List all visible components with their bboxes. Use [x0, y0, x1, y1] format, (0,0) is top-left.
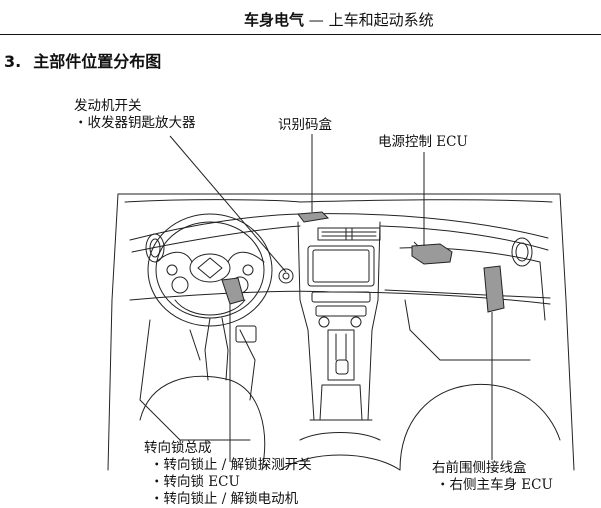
callout-power-ecu: 电源控制 ECU: [378, 134, 468, 151]
junction-block-title: 右前围侧接线盒: [432, 460, 553, 477]
engine-switch-title: 发动机开关: [74, 98, 196, 115]
dashboard-outline: [108, 194, 574, 470]
junction-block-item: ・右侧主车身 ECU: [432, 477, 553, 494]
power-ecu-part: [412, 244, 452, 264]
id-code-box-title: 识别码盒: [278, 117, 332, 134]
leader-engine-switch: [170, 136, 286, 272]
leader-lines: [170, 134, 492, 462]
steering-lock-item-1: ・转向锁止 / 解锁探测开关: [144, 457, 312, 474]
power-ecu-title: 电源控制 ECU: [378, 134, 468, 151]
steering-lock-part: [222, 278, 244, 304]
callout-id-code-box: 识别码盒: [278, 117, 332, 134]
steering-lock-item-2: ・转向锁 ECU: [144, 474, 312, 491]
steering-lock-item-3: ・转向锁止 / 解锁电动机: [144, 491, 312, 508]
callout-engine-switch: 发动机开关 ・收发器钥匙放大器: [74, 98, 196, 132]
steering-lock-title: 转向锁总成: [144, 440, 312, 457]
callout-junction-block: 右前围侧接线盒 ・右侧主车身 ECU: [432, 460, 553, 494]
engine-switch-item: ・收发器钥匙放大器: [74, 115, 196, 132]
id-code-box-part: [298, 212, 328, 222]
junction-block-part: [484, 266, 504, 312]
callout-steering-lock: 转向锁总成 ・转向锁止 / 解锁探测开关 ・转向锁 ECU ・转向锁止 / 解锁…: [144, 440, 312, 508]
